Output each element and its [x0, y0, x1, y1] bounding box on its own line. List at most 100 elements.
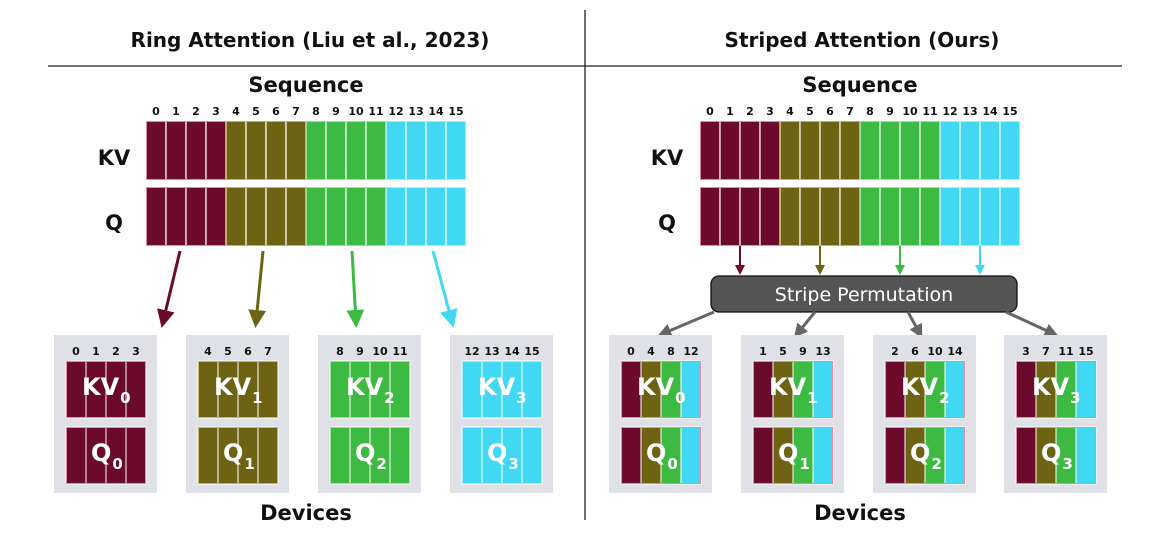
striped-q-token-cell — [879, 186, 901, 247]
ring-token-index: 7 — [292, 105, 300, 118]
ring-q-sequence — [145, 186, 467, 247]
ring-device-q-label: Q2 — [355, 439, 387, 473]
ring-device-q-cell — [197, 426, 219, 485]
striped-attention-title: Striped Attention (Ours) — [725, 28, 1000, 52]
permutation-arrow-device-0 — [657, 310, 715, 337]
ring-device-token-index: 7 — [264, 345, 272, 358]
ring-device-kv-label: KV0 — [82, 373, 131, 407]
striped-kv-token-cell — [899, 120, 921, 181]
ring-token-index: 8 — [312, 105, 320, 118]
ring-q-token-cell — [265, 186, 287, 247]
striped-device-q-outline — [621, 427, 701, 484]
striped-q-token-cell — [859, 186, 881, 247]
striped-device-token-index: 2 — [891, 345, 899, 358]
ring-token-index: 12 — [388, 105, 403, 118]
ring-q-token-cell — [445, 186, 467, 247]
striped-device-kv-outline — [753, 361, 833, 418]
striped-kv-token-cell — [999, 120, 1021, 181]
ring-device-kv-subscript: 1 — [252, 389, 262, 407]
ring-kv-token-cell — [285, 120, 307, 181]
ring-q-group-outline — [226, 187, 306, 246]
striped-kv-token-cell — [819, 120, 841, 181]
ring-kv-token-cell — [245, 120, 267, 181]
ring-device-q-cell — [521, 426, 543, 485]
ring-q-token-cell — [385, 186, 407, 247]
striped-device-q-label: Q0 — [646, 439, 678, 473]
striped-device-token-index: 12 — [683, 345, 698, 358]
striped-device-q-label: Q1 — [778, 439, 810, 473]
ring-device-kv-outline — [66, 361, 146, 418]
ring-device-token-index: 1 — [92, 345, 100, 358]
striped-q-row-label: Q — [658, 211, 676, 235]
ring-q-token-cell — [245, 186, 267, 247]
striped-device-q-subscript: 0 — [667, 455, 677, 473]
ring-device-q-subscript: 1 — [244, 455, 254, 473]
striped-q-token-cell — [999, 186, 1021, 247]
striped-device-q-cell — [1015, 426, 1037, 485]
ring-token-index: 10 — [348, 105, 364, 118]
ring-attention-title: Ring Attention (Liu et al., 2023) — [131, 28, 490, 52]
ring-device-q-cell — [65, 426, 87, 485]
striped-device-token-index: 9 — [799, 345, 807, 358]
striped-kv-token-cell — [779, 120, 801, 181]
striped-device-token-index: 8 — [667, 345, 675, 358]
ring-token-index: 0 — [152, 105, 160, 118]
striped-device-q-cell — [620, 426, 642, 485]
striped-kv-group-outline — [860, 121, 940, 180]
striped-device-kv-outline — [885, 361, 965, 418]
striped-device-kv-subscript: 2 — [939, 389, 949, 407]
striped-q-token-cell — [719, 186, 741, 247]
ring-device-kv-subscript: 2 — [384, 389, 394, 407]
striped-kv-token-cell — [699, 120, 721, 181]
ring-q-token-cell — [345, 186, 367, 247]
ring-q-token-cell — [365, 186, 387, 247]
striped-token-index: 6 — [826, 105, 834, 118]
ring-device-kv-label: KV1 — [214, 373, 263, 407]
ring-token-index: 11 — [368, 105, 383, 118]
ring-q-token-cell — [145, 186, 167, 247]
ring-token-index: 5 — [252, 105, 260, 118]
striped-device-q-label: Q2 — [910, 439, 942, 473]
ring-device-q-outline — [462, 427, 542, 484]
striped-token-index: 2 — [746, 105, 754, 118]
striped-kv-sequence — [699, 120, 1021, 181]
ring-device-token-index: 13 — [484, 345, 499, 358]
ring-kv-token-cell — [325, 120, 347, 181]
striped-device-token-index: 7 — [1042, 345, 1050, 358]
striped-attention-panel: Striped Attention (Ours) Sequence KV Q 0… — [609, 28, 1107, 525]
ring-token-index: 9 — [332, 105, 340, 118]
striped-token-index: 9 — [886, 105, 894, 118]
striped-device-q-subscript: 2 — [931, 455, 941, 473]
ring-kv-group-outline — [146, 121, 226, 180]
striped-token-index: 7 — [846, 105, 854, 118]
permutation-arrow-device-1 — [793, 311, 817, 338]
striped-device-kv-subscript: 1 — [807, 389, 817, 407]
ring-device-q-cell — [389, 426, 411, 485]
striped-token-index: 10 — [902, 105, 918, 118]
ring-device-q-subscript: 2 — [376, 455, 386, 473]
ring-kv-token-cell — [445, 120, 467, 181]
striped-device-q-outline — [1016, 427, 1096, 484]
striped-token-index: 11 — [922, 105, 937, 118]
ring-arrow-device-3 — [431, 250, 458, 328]
striped-q-token-cell — [699, 186, 721, 247]
striped-kv-group-outline — [940, 121, 1020, 180]
striped-device-kv-label: KV1 — [769, 373, 818, 407]
ring-token-index: 1 — [172, 105, 180, 118]
striped-token-index: 4 — [786, 105, 794, 118]
striped-q-group-outline — [860, 187, 940, 246]
striped-kv-token-cell — [759, 120, 781, 181]
striped-kv-token-cell — [859, 120, 881, 181]
ring-device-kv-outline — [330, 361, 410, 418]
ring-device-token-index: 3 — [132, 345, 140, 358]
stripe-permutation-label: Stripe Permutation — [775, 284, 953, 306]
